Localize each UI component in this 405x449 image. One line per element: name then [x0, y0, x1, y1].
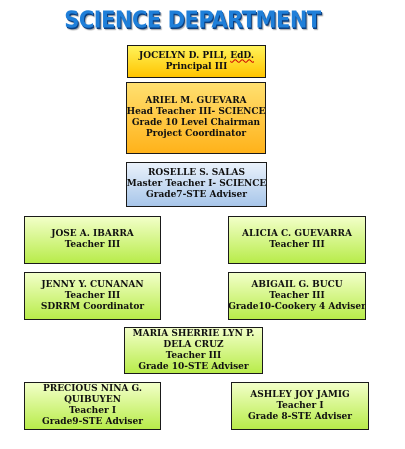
principal-degree: EdD.: [230, 50, 254, 61]
principal-role: Principal III: [165, 61, 228, 72]
teacher-assignment: Grade 8-STE Adviser: [247, 411, 353, 422]
head-teacher-line2: Grade 10 Level Chairman: [131, 118, 261, 128]
teacher-box-bucu: ABIGAIL G. BUCU Teacher III Grade10-Cook…: [228, 272, 366, 320]
teacher-role: Teacher III: [269, 290, 325, 301]
teacher-name: ALICIA C. GUEVARRA: [242, 229, 352, 239]
teacher-assignment: SDRRM Coordinator: [40, 301, 145, 312]
master-teacher-line2: Grade7-STE Adviser: [146, 190, 247, 200]
teacher-name: JENNY Y. CUNANAN: [41, 279, 144, 290]
teacher-box-ibarra: JOSE A. IBARRA Teacher III: [24, 216, 161, 264]
teacher-name: ASHLEY JOY JAMIG: [250, 389, 350, 400]
master-teacher-box: ROSELLE S. SALAS Master Teacher I- SCIEN…: [126, 162, 267, 207]
teacher-role: Teacher I: [276, 400, 324, 411]
head-teacher-box: ARIEL M. GUEVARA Head Teacher III- SCIEN…: [126, 82, 266, 154]
teacher-name-line2: QUIBUYEN: [64, 395, 121, 405]
head-teacher-line3: Project Coordinator: [145, 129, 247, 139]
teacher-name: ABIGAIL G. BUCU: [251, 279, 343, 290]
teacher-box-jamig: ASHLEY JOY JAMIG Teacher I Grade 8-STE A…: [231, 382, 369, 430]
teacher-role: Teacher III: [64, 240, 121, 250]
head-teacher-name: ARIEL M. GUEVARA: [145, 96, 247, 106]
teacher-role: Teacher III: [165, 350, 222, 361]
teacher-role: Teacher III: [64, 290, 121, 301]
teacher-name: MARIA SHERRIE LYN P.: [132, 328, 255, 339]
principal-box: JOCELYN D. PILI, EdD. Principal III: [127, 45, 266, 78]
teacher-box-cunanan: JENNY Y. CUNANAN Teacher III SDRRM Coord…: [24, 272, 161, 320]
teacher-name: PRECIOUS NINA G.: [42, 384, 143, 394]
teacher-assignment: Grade 10-STE Adviser: [138, 361, 249, 372]
teacher-role: Teacher III: [269, 240, 325, 250]
teacher-box-dela-cruz: MARIA SHERRIE LYN P. DELA CRUZ Teacher I…: [124, 327, 263, 374]
teacher-assignment: Grade9-STE Adviser: [42, 417, 143, 427]
master-teacher-role: Master Teacher I- SCIENCE: [126, 179, 267, 189]
teacher-box-quibuyen: PRECIOUS NINA G. QUIBUYEN Teacher I Grad…: [24, 382, 161, 430]
teacher-assignment: Grade10-Cookery 4 Adviser: [228, 301, 366, 312]
teacher-name: JOSE A. IBARRA: [51, 229, 134, 239]
head-teacher-role: Head Teacher III- SCIENCE: [126, 107, 266, 117]
teacher-name-line2: DELA CRUZ: [163, 339, 224, 350]
master-teacher-name: ROSELLE S. SALAS: [147, 168, 246, 178]
teacher-role: Teacher I: [68, 406, 117, 416]
teacher-box-guevarra: ALICIA C. GUEVARRA Teacher III: [228, 216, 366, 264]
department-title: SCIENCE DEPARTMENT: [64, 6, 321, 34]
principal-name: JOCELYN D. PILI,: [139, 50, 231, 61]
principal-name-line: JOCELYN D. PILI, EdD.: [139, 51, 254, 62]
